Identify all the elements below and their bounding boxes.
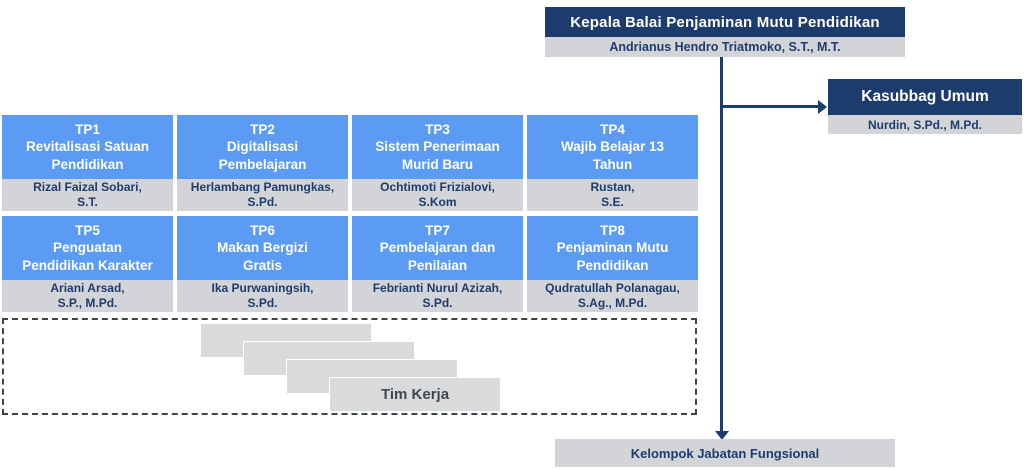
- kasubbag-name: Nurdin, S.Pd., M.Pd.: [828, 115, 1022, 134]
- tp-unit-card: TP8 Penjaminan Mutu Pendidikan Qudratull…: [527, 216, 698, 312]
- tp-unit-code: TP2: [250, 121, 275, 137]
- tp-unit-name: Rizal Faizal Sobari, S.T.: [2, 179, 173, 211]
- tp-unit-code: TP8: [600, 222, 625, 238]
- tim-kerja-zone: Tim Kerja: [2, 318, 697, 415]
- tp-unit-card: TP5 Penguatan Pendidikan Karakter Ariani…: [2, 216, 173, 312]
- connector-vertical-line: [720, 57, 723, 432]
- tp-unit-header: TP5 Penguatan Pendidikan Karakter: [2, 216, 173, 280]
- tp-unit-card: TP7 Pembelajaran dan Penilaian Febrianti…: [352, 216, 523, 312]
- tp-unit-header: TP3 Sistem Penerimaan Murid Baru: [352, 115, 523, 179]
- tp-unit-title: Penguatan Pendidikan Karakter: [22, 240, 153, 273]
- tp-unit-title: Digitalisasi Pembelajaran: [218, 139, 307, 172]
- connector-horizontal-line: [722, 105, 818, 108]
- tp-unit-code: TP1: [75, 121, 100, 137]
- tp-unit-code: TP3: [425, 121, 450, 137]
- tp-unit-header: TP1 Revitalisasi Satuan Pendidikan: [2, 115, 173, 179]
- node-kasubbag-umum: Kasubbag Umum Nurdin, S.Pd., M.Pd.: [828, 79, 1022, 134]
- tp-unit-title: Pembelajaran dan Penilaian: [379, 240, 496, 273]
- tp-unit-card: TP1 Revitalisasi Satuan Pendidikan Rizal…: [2, 115, 173, 211]
- tp-unit-title: Makan Bergizi Gratis: [217, 240, 308, 273]
- tp-unit-card: TP4 Wajib Belajar 13 Tahun Rustan, S.E.: [527, 115, 698, 211]
- tp-unit-name: Febrianti Nurul Azizah, S.Pd.: [352, 280, 523, 312]
- tp-unit-code: TP7: [425, 222, 450, 238]
- tp-unit-code: TP6: [250, 222, 275, 238]
- tp-unit-header: TP4 Wajib Belajar 13 Tahun: [527, 115, 698, 179]
- tim-kerja-stack-card: Tim Kerja: [329, 377, 501, 412]
- tp-unit-title: Wajib Belajar 13 Tahun: [560, 139, 665, 172]
- tp-unit-title: Revitalisasi Satuan Pendidikan: [25, 139, 150, 172]
- tp-unit-code: TP4: [600, 121, 625, 137]
- tp-unit-name: Rustan, S.E.: [527, 179, 698, 211]
- tp-unit-header: TP8 Penjaminan Mutu Pendidikan: [527, 216, 698, 280]
- arrow-down-icon: [715, 431, 729, 440]
- tp-unit-name: Qudratullah Polanagau, S.Ag., M.Pd.: [527, 280, 698, 312]
- tim-kerja-label: Tim Kerja: [380, 386, 450, 403]
- node-kelompok-jabatan-fungsional: Kelompok Jabatan Fungsional: [555, 439, 895, 467]
- tp-unit-title: Sistem Penerimaan Murid Baru: [375, 139, 500, 172]
- fungsional-label: Kelompok Jabatan Fungsional: [630, 445, 820, 461]
- tp-unit-card: TP2 Digitalisasi Pembelajaran Herlambang…: [177, 115, 348, 211]
- tp-unit-code: TP5: [75, 222, 100, 238]
- tp-units-grid: TP1 Revitalisasi Satuan Pendidikan Rizal…: [2, 115, 698, 312]
- tp-unit-header: TP6 Makan Bergizi Gratis: [177, 216, 348, 280]
- tp-unit-name: Ochtimoti Frizialovi, S.Kom: [352, 179, 523, 211]
- kepala-name: Andrianus Hendro Triatmoko, S.T., M.T.: [545, 37, 905, 57]
- tp-unit-card: TP6 Makan Bergizi Gratis Ika Purwaningsi…: [177, 216, 348, 312]
- tp-unit-name: Ika Purwaningsih, S.Pd.: [177, 280, 348, 312]
- node-kepala-balai: Kepala Balai Penjaminan Mutu Pendidikan …: [545, 7, 905, 57]
- tp-unit-name: Herlambang Pamungkas, S.Pd.: [177, 179, 348, 211]
- tp-unit-name: Ariani Arsad, S.P., M.Pd.: [2, 280, 173, 312]
- kasubbag-title: Kasubbag Umum: [828, 79, 1022, 115]
- kepala-title: Kepala Balai Penjaminan Mutu Pendidikan: [545, 7, 905, 37]
- tp-unit-card: TP3 Sistem Penerimaan Murid Baru Ochtimo…: [352, 115, 523, 211]
- arrow-right-icon: [818, 100, 827, 114]
- tp-unit-title: Penjaminan Mutu Pendidikan: [556, 240, 669, 273]
- tp-unit-header: TP7 Pembelajaran dan Penilaian: [352, 216, 523, 280]
- tp-unit-header: TP2 Digitalisasi Pembelajaran: [177, 115, 348, 179]
